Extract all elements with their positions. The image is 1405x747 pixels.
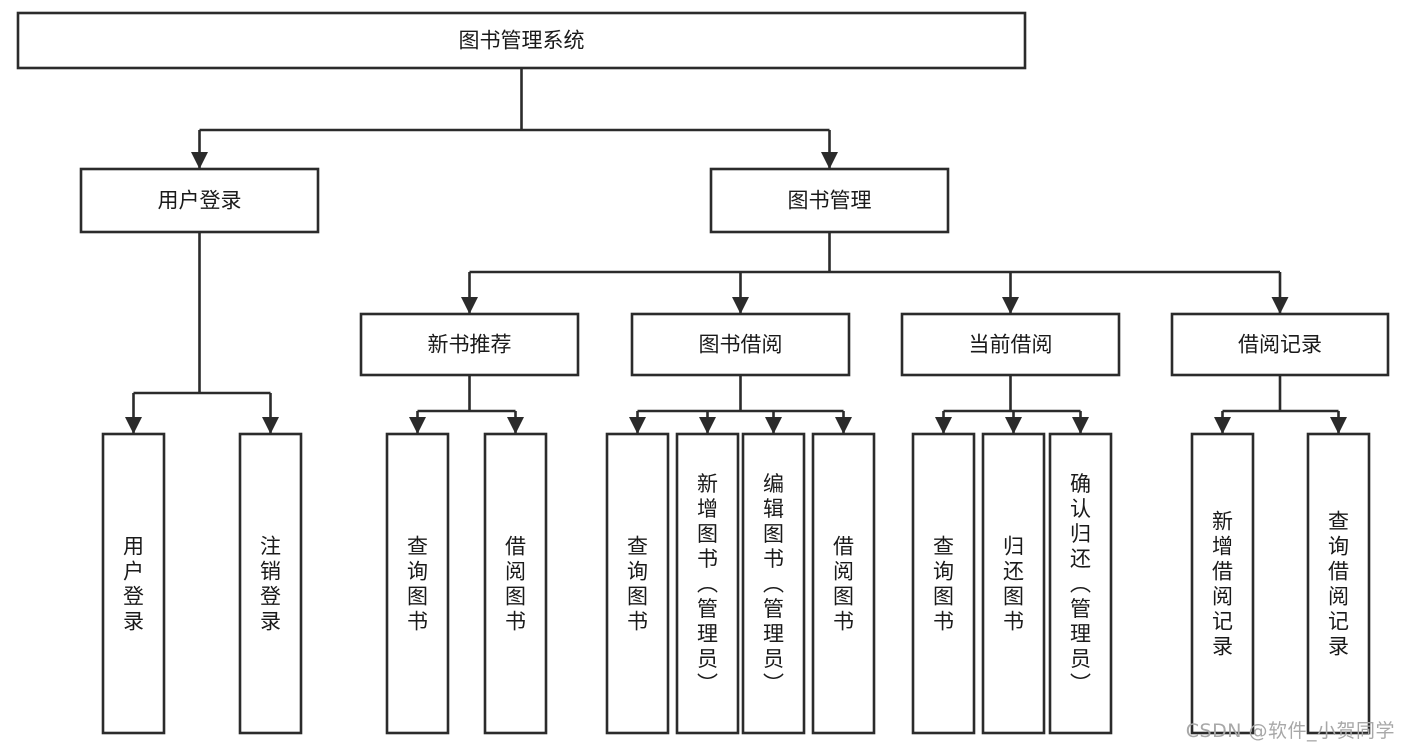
arrow-head-icon (1214, 417, 1231, 434)
node-leaf-8-outline (911, 432, 976, 735)
arrow-head-icon (1005, 417, 1022, 434)
node-leaf-12[interactable]: 查询借阅记录 (1306, 432, 1371, 735)
node-leaf-9-label: 归还图书 (1003, 535, 1024, 634)
node-leaf-4-label: 查询图书 (627, 535, 648, 634)
node-leaf-5-label: 新增图书︵管理员︶ (697, 472, 718, 696)
node-level3-3-label: 借阅记录 (1238, 333, 1322, 357)
node-level3-2-outline (900, 312, 1121, 377)
arrow-head-icon (409, 417, 426, 434)
node-leaf-0-label: 用户登录 (123, 535, 144, 634)
arrow-head-icon (1271, 297, 1289, 314)
node-leaf-0-outline (101, 432, 166, 735)
node-leaf-2[interactable]: 查询图书 (385, 432, 450, 735)
node-leaf-8[interactable]: 查询图书 (911, 432, 976, 735)
node-root-label: 图书管理系统 (459, 29, 585, 53)
node-leaf-11-outline (1190, 432, 1255, 735)
node-leaf-3[interactable]: 借阅图书 (483, 432, 548, 735)
node-leaf-6-label: 编辑图书︵管理员︶ (763, 472, 784, 696)
node-root-outline (16, 11, 1027, 70)
node-leaf-7-outline (811, 432, 876, 735)
node-level2-1-label: 图书管理 (788, 189, 872, 213)
node-leaf-12-label: 查询借阅记录 (1328, 510, 1349, 659)
node-level3-2[interactable]: 当前借阅 (900, 312, 1121, 377)
watermark-text: CSDN @软件_小贺同学 (1185, 720, 1395, 742)
arrow-head-icon (765, 417, 782, 434)
node-leaf-3-outline (483, 432, 548, 735)
node-root[interactable]: 图书管理系统 (16, 11, 1027, 70)
node-leaf-1[interactable]: 注销登录 (238, 432, 303, 735)
node-level3-2-label: 当前借阅 (969, 333, 1053, 357)
node-level3-1-label: 图书借阅 (699, 333, 783, 357)
node-leaf-3-label: 借阅图书 (505, 535, 526, 634)
node-leaf-8-label: 查询图书 (933, 535, 954, 634)
node-leaf-10-outline (1048, 432, 1113, 735)
arrow-head-icon (732, 297, 749, 314)
arrow-head-icon (125, 417, 142, 434)
node-leaf-1-label: 注销登录 (260, 535, 281, 634)
node-leaf-0[interactable]: 用户登录 (101, 432, 166, 735)
arrow-head-icon (835, 417, 852, 434)
node-leaf-10[interactable]: 确认归还︵管理员︶ (1048, 432, 1113, 735)
arrow-head-icon (935, 417, 952, 434)
node-leaf-5-outline (675, 432, 740, 735)
arrow-head-icon (1002, 297, 1019, 314)
node-boxes-layer: 图书管理系统用户登录图书管理新书推荐图书借阅当前借阅借阅记录用户登录注销登录查询… (16, 11, 1390, 735)
node-leaf-9[interactable]: 归还图书 (981, 432, 1046, 735)
node-leaf-1-outline (238, 432, 303, 735)
arrow-head-icon (191, 152, 208, 169)
node-leaf-2-label: 查询图书 (407, 535, 428, 634)
arrow-head-icon (629, 417, 646, 434)
node-level3-1[interactable]: 图书借阅 (630, 312, 851, 377)
node-leaf-9-outline (981, 432, 1046, 735)
arrow-head-icon (1330, 417, 1347, 434)
node-leaf-7-label: 借阅图书 (833, 535, 854, 634)
node-leaf-5[interactable]: 新增图书︵管理员︶ (675, 432, 740, 735)
arrow-head-icon (699, 417, 716, 434)
node-leaf-6-outline (741, 432, 806, 735)
arrow-head-icon (821, 152, 838, 169)
node-level3-1-outline (630, 312, 851, 377)
node-level2-0-label: 用户登录 (158, 189, 242, 213)
node-level3-0-outline (359, 312, 580, 377)
arrow-head-icon (507, 417, 524, 434)
node-level3-0[interactable]: 新书推荐 (359, 312, 580, 377)
node-level2-0[interactable]: 用户登录 (79, 167, 320, 234)
node-leaf-11[interactable]: 新增借阅记录 (1190, 432, 1255, 735)
arrow-head-icon (262, 417, 279, 434)
node-level2-1-outline (709, 167, 950, 234)
node-level2-1[interactable]: 图书管理 (709, 167, 950, 234)
connector-lines-layer (125, 68, 1347, 434)
node-level3-3[interactable]: 借阅记录 (1170, 312, 1390, 377)
node-level3-3-outline (1170, 312, 1390, 377)
arrow-head-icon (461, 297, 478, 314)
arrow-head-icon (1072, 417, 1089, 434)
node-leaf-6[interactable]: 编辑图书︵管理员︶ (741, 432, 806, 735)
node-leaf-4-outline (605, 432, 670, 735)
node-level3-0-label: 新书推荐 (428, 333, 512, 357)
node-leaf-11-label: 新增借阅记录 (1212, 510, 1233, 659)
node-leaf-12-outline (1306, 432, 1371, 735)
node-leaf-2-outline (385, 432, 450, 735)
node-leaf-7[interactable]: 借阅图书 (811, 432, 876, 735)
node-level2-0-outline (79, 167, 320, 234)
node-leaf-10-label: 确认归还︵管理员︶ (1070, 472, 1091, 696)
node-leaf-4[interactable]: 查询图书 (605, 432, 670, 735)
